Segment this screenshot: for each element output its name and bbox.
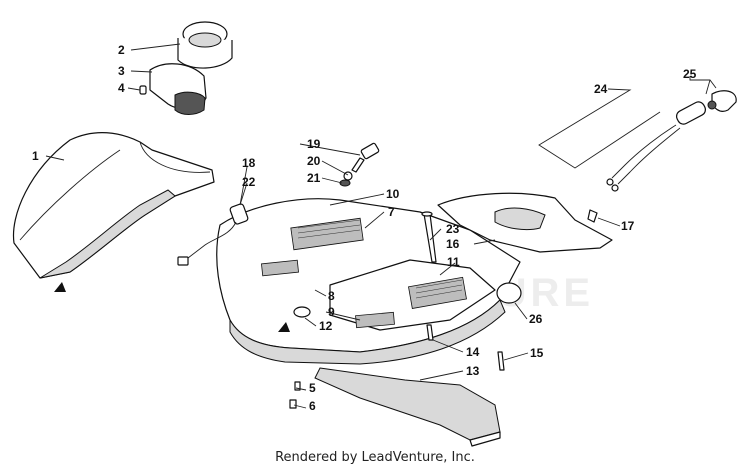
callout-1: 1 (32, 149, 39, 163)
part-side-panel (437, 192, 613, 253)
part-lens (496, 282, 522, 304)
callout-19: 19 (307, 137, 321, 151)
callout-14: 14 (466, 345, 480, 359)
callout-21: 21 (307, 171, 321, 185)
callout-labels: 1 2 3 4 5 6 7 8 9 10 11 12 13 14 15 16 1… (32, 43, 697, 413)
part-bolt-15 (497, 351, 505, 371)
part-gauge (177, 21, 233, 69)
callout-16: 16 (446, 237, 460, 251)
arrow-marker (54, 282, 66, 292)
callout-26: 26 (529, 312, 543, 326)
part-base-board (314, 367, 501, 447)
part-bolt-5-6 (289, 381, 301, 409)
part-gauge-housing (149, 63, 207, 115)
callout-12: 12 (319, 319, 333, 333)
callout-15: 15 (530, 346, 544, 360)
part-console (216, 198, 521, 365)
callout-5: 5 (309, 381, 316, 395)
callout-10: 10 (386, 187, 400, 201)
callout-17: 17 (621, 219, 635, 233)
callout-23: 23 (446, 222, 460, 236)
callout-11: 11 (447, 255, 460, 269)
callout-24: 24 (594, 82, 608, 96)
part-bolt-17 (587, 209, 598, 223)
part-screw-4 (139, 85, 147, 95)
callout-9: 9 (328, 305, 335, 319)
part-key-switch (339, 142, 380, 187)
part-bolt-23 (421, 211, 437, 263)
leader-lines (45, 43, 717, 409)
callout-20: 20 (307, 154, 321, 168)
callout-2: 2 (118, 43, 125, 57)
part-harness-switch (177, 203, 249, 266)
callout-3: 3 (118, 64, 125, 78)
render-credit: Rendered by LeadVenture, Inc. (275, 450, 475, 465)
callout-7: 7 (388, 205, 395, 219)
arrow-marker (278, 322, 290, 332)
callout-25: 25 (683, 67, 697, 81)
part-nose-cover (12, 132, 215, 279)
callout-4: 4 (118, 81, 125, 95)
part-rivet-12 (293, 306, 311, 318)
callout-13: 13 (466, 364, 480, 378)
callout-18: 18 (242, 156, 256, 170)
part-cable-assembly (606, 90, 737, 192)
callout-22: 22 (242, 175, 256, 189)
callout-8: 8 (328, 289, 335, 303)
callout-6: 6 (309, 399, 316, 413)
